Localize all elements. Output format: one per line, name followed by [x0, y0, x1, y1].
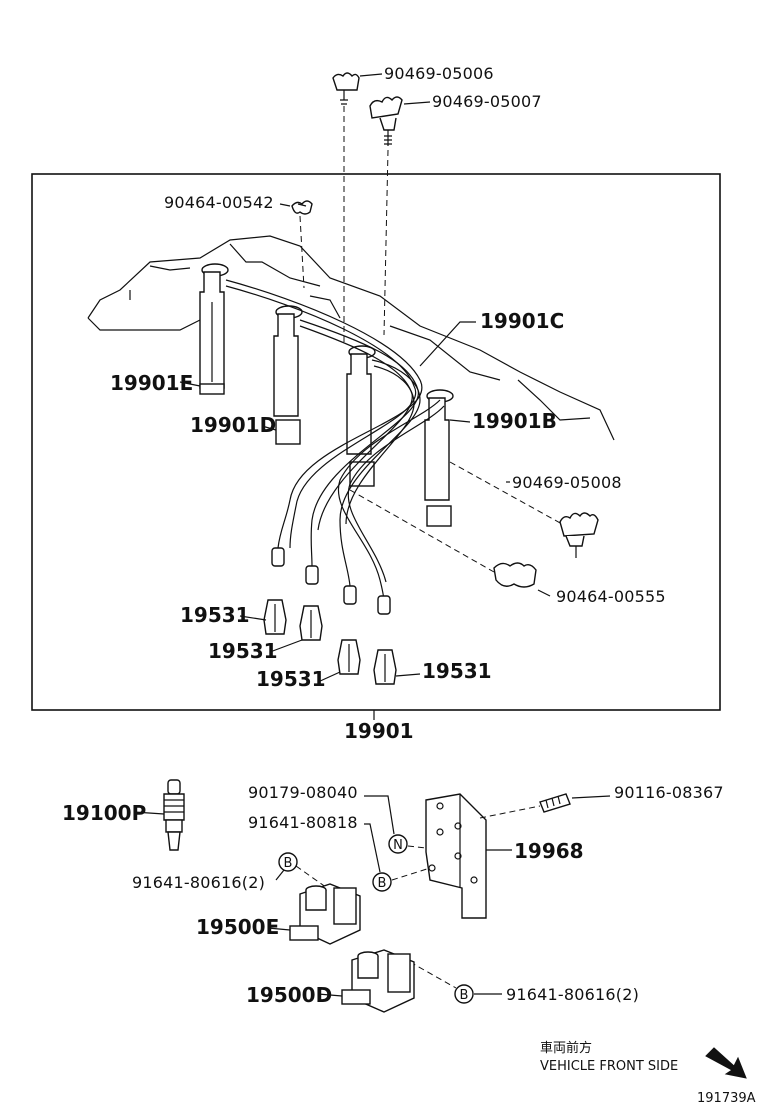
label-90469-05007: 90469-05007	[432, 92, 542, 111]
stud-90116-08367-icon	[539, 793, 571, 813]
label-19500D: 19500D	[246, 983, 332, 1007]
label-19100P: 19100P	[62, 801, 146, 825]
marker-b-label-2: B	[284, 856, 293, 871]
label-91641-80616-bottom: 91641-80616(2)	[506, 985, 639, 1004]
label-19901E: 19901E	[110, 371, 193, 395]
marker-b-icon-3: B	[454, 984, 474, 1004]
label-90469-05006: 90469-05006	[384, 64, 494, 83]
marker-n-label: N	[393, 838, 403, 853]
boot-19531-c-icon	[337, 639, 361, 675]
label-90464-00542: 90464-00542	[164, 193, 274, 212]
clip-90464-00542-icon	[291, 200, 313, 215]
cord-19901B-icon	[424, 389, 454, 527]
label-90179-08040: 90179-08040	[248, 783, 358, 802]
orientation-english: VEHICLE FRONT SIDE	[540, 1059, 678, 1074]
label-19531-d: 19531	[422, 659, 492, 683]
cord-19901C-icon	[346, 345, 376, 487]
clip-90464-00555-icon	[493, 562, 537, 588]
label-91641-80818: 91641-80818	[248, 813, 358, 832]
wire-terminals	[271, 547, 391, 615]
boot-19531-d-icon	[373, 649, 397, 685]
clamp-90469-05007-icon	[369, 96, 403, 146]
marker-b-icon-1: B	[372, 872, 392, 892]
clamp-90469-05006-icon	[332, 72, 360, 105]
figure-id: 191739A	[697, 1091, 756, 1106]
spark-plug-wires	[225, 279, 445, 607]
label-19500E: 19500E	[196, 915, 279, 939]
marker-b-label-3: B	[460, 988, 469, 1003]
cord-19901E-icon	[199, 263, 229, 395]
coil-19500D-icon	[341, 949, 415, 1013]
clamp-90469-05008-icon	[559, 512, 599, 558]
label-90469-05008: 90469-05008	[512, 473, 622, 492]
assembly-frame	[31, 173, 721, 711]
vehicle-front-arrow-icon	[705, 1047, 747, 1079]
orientation-japanese: 車両前方	[540, 1040, 592, 1056]
label-19901D: 19901D	[190, 413, 276, 437]
engine-head-outline	[87, 235, 615, 441]
label-19901C: 19901C	[480, 309, 564, 333]
boot-19531-b-icon	[299, 605, 323, 641]
label-91641-80616-left: 91641-80616(2)	[132, 873, 265, 892]
label-19968: 19968	[514, 839, 584, 863]
label-19901B: 19901B	[472, 409, 557, 433]
spark-plug-19100P-icon	[163, 779, 185, 851]
cord-19901D-icon	[273, 305, 303, 445]
label-90116-08367: 90116-08367	[614, 783, 724, 802]
label-19531-b: 19531	[208, 639, 278, 663]
label-90464-00555: 90464-00555	[556, 587, 666, 606]
label-19531-c: 19531	[256, 667, 326, 691]
marker-b-label-1: B	[378, 876, 387, 891]
boot-19531-a-icon	[263, 599, 287, 635]
label-19531-a: 19531	[180, 603, 250, 627]
bracket-19968-icon	[425, 793, 487, 919]
marker-n-icon: N	[388, 834, 408, 854]
marker-b-icon-2: B	[278, 852, 298, 872]
coil-19500E-icon	[289, 883, 361, 945]
label-19901: 19901	[344, 719, 414, 743]
